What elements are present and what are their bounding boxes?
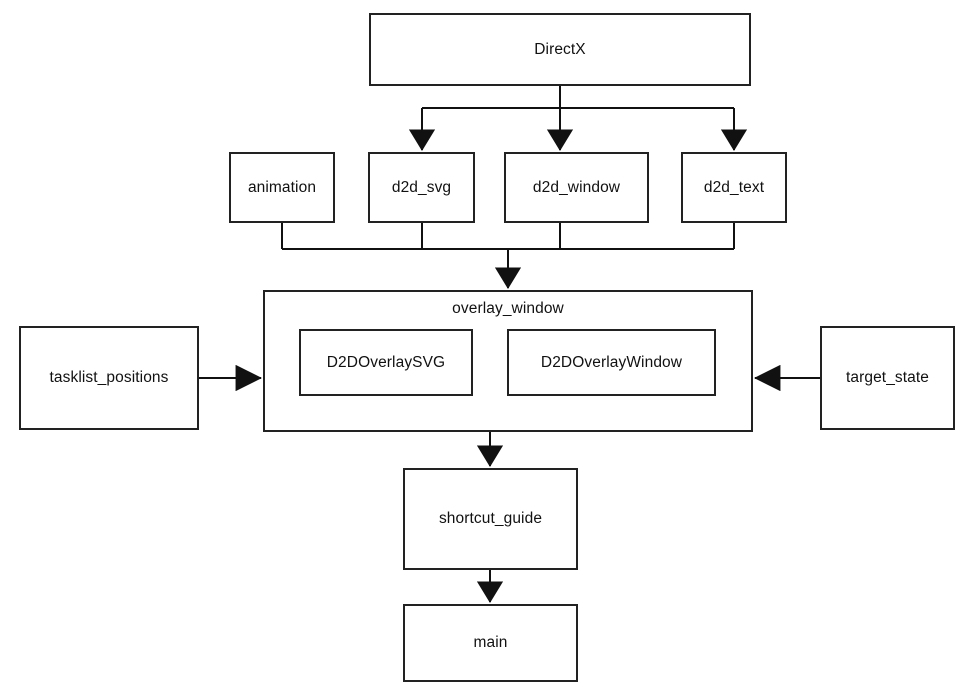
node-overlay-window[interactable]: overlay_window <box>263 290 753 432</box>
node-d2doverlaywindow[interactable]: D2DOverlayWindow <box>507 329 716 396</box>
node-tasklist-positions-label: tasklist_positions <box>49 369 169 386</box>
node-directx[interactable]: DirectX <box>369 13 751 86</box>
node-d2doverlaysvg[interactable]: D2DOverlaySVG <box>299 329 473 396</box>
node-d2d-svg[interactable]: d2d_svg <box>368 152 475 223</box>
node-d2doverlaywindow-label: D2DOverlayWindow <box>540 353 683 371</box>
node-directx-label: DirectX <box>534 40 586 58</box>
node-animation[interactable]: animation <box>229 152 335 223</box>
node-overlay-window-label: overlay_window <box>452 300 564 317</box>
node-shortcut-guide-label: shortcut_guide <box>438 510 543 527</box>
node-main[interactable]: main <box>403 604 578 682</box>
node-d2d-text[interactable]: d2d_text <box>681 152 787 223</box>
node-d2doverlaysvg-label: D2DOverlaySVG <box>326 353 446 371</box>
node-d2d-window[interactable]: d2d_window <box>504 152 649 223</box>
node-animation-label: animation <box>247 178 317 196</box>
node-shortcut-guide[interactable]: shortcut_guide <box>403 468 578 570</box>
node-d2d-text-label: d2d_text <box>703 178 765 196</box>
node-tasklist-positions[interactable]: tasklist_positions <box>19 326 199 430</box>
node-main-label: main <box>473 634 508 651</box>
node-d2d-svg-label: d2d_svg <box>391 178 452 196</box>
node-target-state-label: target_state <box>845 369 930 386</box>
node-d2d-window-label: d2d_window <box>532 178 621 196</box>
node-target-state[interactable]: target_state <box>820 326 955 430</box>
